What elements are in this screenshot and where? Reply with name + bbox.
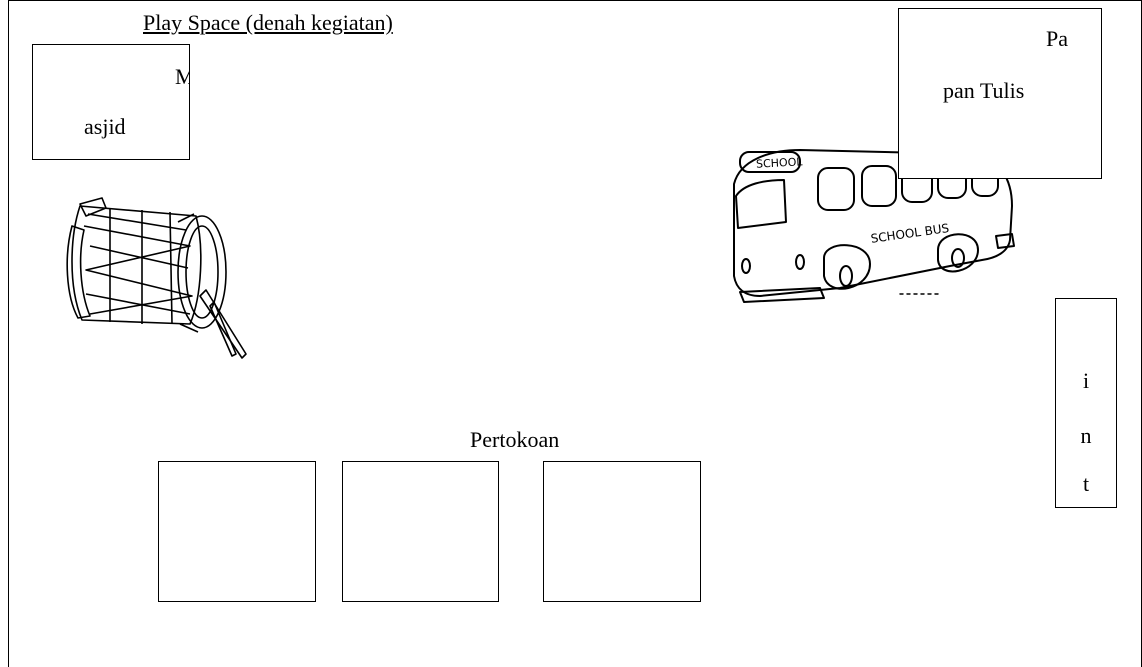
- bus-sign-text: SCHOOL: [756, 155, 804, 170]
- masjid-label-part1: M: [175, 64, 190, 89]
- drum-icon: [66, 197, 247, 359]
- bus-side-text: SCHOOL BUS: [870, 221, 950, 246]
- paint-letter-3: t: [1082, 471, 1090, 496]
- paint-letter-1: i: [1082, 368, 1090, 393]
- paint-area: [1055, 298, 1117, 508]
- page-title: Play Space (denah kegiatan): [143, 10, 393, 35]
- shop-box-3: [543, 461, 701, 602]
- masjid-area: [32, 44, 190, 160]
- masjid-label-part2: asjid: [84, 114, 126, 139]
- shop-box-2: [342, 461, 499, 602]
- shop-box-1: [158, 461, 316, 602]
- pertokoan-label: Pertokoan: [470, 427, 560, 452]
- papan-tulis-label-part1: Pa: [1046, 26, 1068, 51]
- school-bus-icon: SCHOOL SCHOOL BUS: [733, 149, 1015, 303]
- paint-letter-2: n: [1080, 423, 1092, 448]
- papan-tulis-area: [898, 8, 1102, 179]
- papan-tulis-label-part2: pan Tulis: [943, 78, 1025, 103]
